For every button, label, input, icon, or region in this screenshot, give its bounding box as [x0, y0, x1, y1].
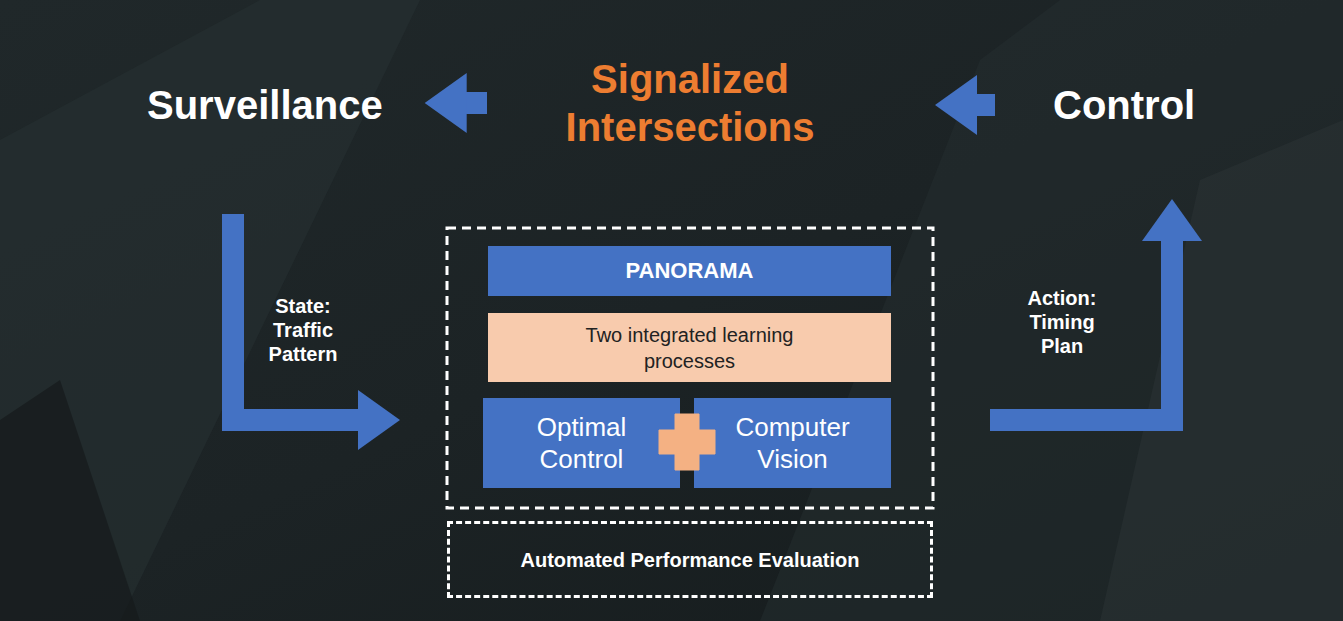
node-text: Surveillance	[147, 81, 383, 129]
tree-shape	[0, 380, 140, 621]
title-band: PANORAMA	[488, 246, 891, 296]
node-text: PANORAMA	[626, 258, 754, 284]
process-box: Computer Vision	[694, 398, 891, 488]
arrow-head	[425, 73, 467, 133]
building-shape	[1100, 120, 1343, 621]
flow-arrow	[425, 73, 487, 133]
dashed-group-frame	[447, 228, 933, 508]
process-box: Optimal Control	[483, 398, 680, 488]
edge-label: State: Traffic Pattern	[248, 294, 358, 366]
arrow-head	[358, 390, 400, 450]
arrow-shaft	[466, 92, 487, 114]
node-text: Automated Performance Evaluation	[521, 548, 860, 572]
arrow-head	[1142, 199, 1202, 241]
node-text: Control	[1053, 81, 1195, 129]
arrow-head	[935, 75, 977, 135]
stage-label: Control	[1053, 81, 1195, 129]
description-band: Two integrated learning processes	[488, 313, 891, 382]
node-text: Optimal Control	[512, 411, 652, 476]
building-shape	[0, 0, 420, 621]
arrow-shaft	[990, 240, 1172, 420]
flow-arrow	[935, 75, 995, 135]
flow-arrow	[233, 214, 400, 450]
stage-label: Surveillance	[147, 81, 383, 129]
edge-label: Action: Timing Plan	[1007, 286, 1117, 358]
flow-arrow	[990, 199, 1202, 420]
node-text: Two integrated learning processes	[545, 322, 835, 374]
plus-symbol	[659, 414, 715, 470]
arrow-shaft	[233, 214, 359, 420]
dashed-box: Automated Performance Evaluation	[447, 521, 933, 598]
center-label: Signalized Intersections	[530, 55, 850, 151]
node-text: Computer Vision	[723, 411, 863, 476]
arrow-shaft	[976, 94, 995, 116]
node-text: Signalized Intersections	[530, 55, 850, 151]
building-shape	[760, 0, 1343, 621]
